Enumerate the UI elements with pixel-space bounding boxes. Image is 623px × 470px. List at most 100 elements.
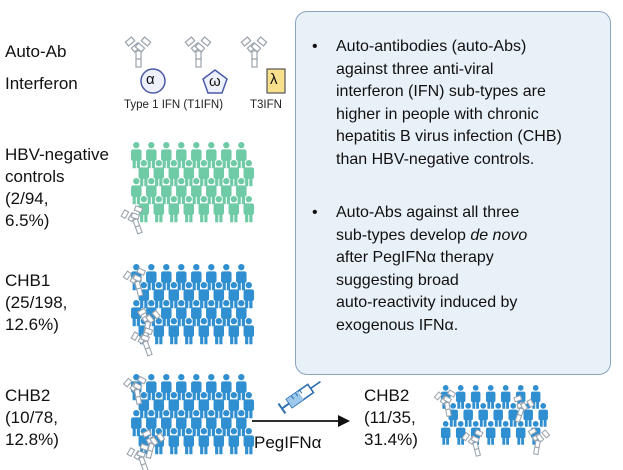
antibody-icon xyxy=(141,429,166,460)
person-icon xyxy=(508,403,518,427)
antibody-icon xyxy=(126,443,150,470)
person-icon xyxy=(221,178,232,205)
interferon-label: Interferon xyxy=(5,74,78,93)
p1-line: hepatitis B virus infection (CHB) xyxy=(336,128,562,145)
person-icon xyxy=(236,374,247,401)
person-icon xyxy=(146,264,157,291)
person-icon xyxy=(213,318,225,345)
person-icon xyxy=(213,196,225,223)
person-icon xyxy=(161,410,172,437)
person-icon xyxy=(191,374,202,401)
person-icon xyxy=(131,300,142,327)
person-icon xyxy=(153,196,165,223)
person-icon xyxy=(455,421,466,445)
treatment-label: PegIFNα xyxy=(254,433,322,452)
person-icon xyxy=(146,178,157,205)
person-icon xyxy=(176,374,187,401)
person-icon xyxy=(198,318,210,345)
person-icon xyxy=(161,374,172,401)
person-icon xyxy=(183,318,195,345)
person-icon xyxy=(493,403,503,427)
omega-symbol: ω xyxy=(209,73,221,90)
person-icon xyxy=(131,178,142,205)
person-icon xyxy=(213,160,225,187)
p2-line: suggesting broad xyxy=(336,271,459,289)
lambda-symbol: λ xyxy=(270,71,278,88)
person-icon xyxy=(161,142,172,169)
antibody-icon xyxy=(184,36,212,68)
person-icon xyxy=(236,264,247,291)
person-icon xyxy=(153,392,165,419)
person-icon xyxy=(243,196,255,223)
person-icon xyxy=(236,142,247,169)
person-icon xyxy=(168,196,180,223)
person-icon xyxy=(168,428,180,455)
person-icon xyxy=(131,142,142,169)
p2-line: exogenous IFNα. xyxy=(336,316,459,334)
person-icon xyxy=(206,300,217,327)
person-icon xyxy=(243,428,255,455)
person-icon xyxy=(191,410,202,437)
antibody-icon xyxy=(184,36,212,68)
person-icon xyxy=(470,385,481,409)
person-icon xyxy=(191,142,202,169)
person-icon xyxy=(455,385,466,409)
person-icon xyxy=(243,160,255,187)
person-icon xyxy=(485,421,496,445)
person-icon xyxy=(228,428,240,455)
antibody-icon xyxy=(240,36,268,68)
result-label-chb2: CHB2 (11/35, 31.4%) xyxy=(364,386,418,449)
person-icon xyxy=(236,300,247,327)
antibody-icon xyxy=(122,375,147,405)
person-icon xyxy=(161,264,172,291)
person-icon xyxy=(463,403,473,427)
person-icon xyxy=(176,300,187,327)
person-icon xyxy=(198,196,210,223)
alpha-interferon-icon xyxy=(140,68,166,94)
crowd-controls xyxy=(120,142,255,235)
person-icon xyxy=(213,428,225,455)
person-icon xyxy=(206,374,217,401)
person-icon xyxy=(440,421,451,445)
person-icon xyxy=(183,160,195,187)
person-icon xyxy=(236,410,247,437)
person-icon xyxy=(191,300,202,327)
person-icon xyxy=(228,196,240,223)
person-icon xyxy=(198,428,210,455)
person-icon xyxy=(236,178,247,205)
antibody-icon xyxy=(433,389,457,417)
person-icon xyxy=(198,282,210,309)
syringe-icon xyxy=(277,380,321,415)
person-icon xyxy=(176,264,187,291)
p1-line: than HBV-negative controls. xyxy=(336,150,535,168)
person-icon xyxy=(183,282,195,309)
person-icon xyxy=(183,428,195,455)
antibody-icon xyxy=(122,267,147,297)
group-label-chb2: CHB2 (10/78, 12.8%) xyxy=(5,386,59,449)
antibody-icon xyxy=(130,327,154,357)
person-icon xyxy=(146,142,157,169)
crowd-chb2-after xyxy=(433,385,551,457)
person-icon xyxy=(206,178,217,205)
person-icon xyxy=(213,282,225,309)
antibody-icon xyxy=(461,429,484,457)
summary-box: • Auto-antibodies (auto-Abs)against thre… xyxy=(295,11,611,375)
person-icon xyxy=(176,142,187,169)
person-icon xyxy=(206,142,217,169)
antibody-icon xyxy=(240,36,268,68)
person-icon xyxy=(515,421,526,445)
person-icon xyxy=(191,264,202,291)
person-icon xyxy=(221,410,232,437)
alpha-symbol: α xyxy=(146,71,155,88)
person-icon xyxy=(168,318,180,345)
person-icon xyxy=(183,196,195,223)
person-icon xyxy=(206,410,217,437)
group-label-chb1: CHB1 (25/198, 12.6%) xyxy=(5,271,68,334)
person-icon xyxy=(153,282,165,309)
person-icon xyxy=(221,264,232,291)
omega-interferon-icon xyxy=(202,69,228,94)
person-icon xyxy=(153,318,165,345)
person-icon xyxy=(485,385,496,409)
person-icon xyxy=(168,282,180,309)
person-icon xyxy=(168,160,180,187)
